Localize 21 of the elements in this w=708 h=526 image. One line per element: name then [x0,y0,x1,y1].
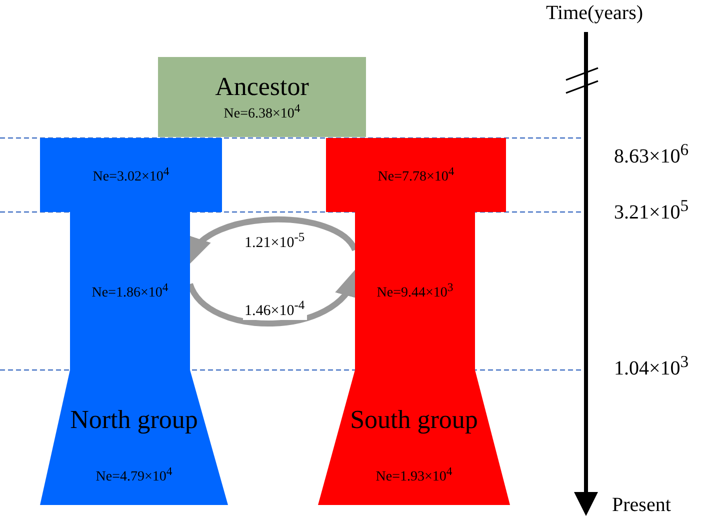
axis-title: Time(years) [546,2,644,25]
population-size: Ne=1.93×10$^{4}$ [376,465,452,486]
population-size: Ne=7.78×10$^{4}$ [378,164,454,186]
population-size: Ne=1.86×10$^{4}$ [92,280,168,302]
population-size: Ne=6.38×10$^{4}$ [224,102,300,122]
time-value: 1.04×10$^{3}$ [614,352,689,381]
edge-label: 1.46×10$^{-4}$ [242,298,307,320]
time-value: 3.21×10$^{5}$ [614,196,689,225]
population-size: Ne=3.02×10$^{4}$ [92,164,170,186]
group-name: Ancestor [215,72,309,102]
population-block [326,138,506,212]
time-value: 8.63×10$^{6}$ [614,140,689,169]
population-trapezoid [318,370,510,505]
population-trapezoid [40,370,228,505]
population-size: Ne=4.79×10$^{4}$ [96,465,172,486]
group-name: North group [70,405,198,436]
population-size: Ne=9.44×10$^{3}$ [376,280,454,302]
population-block [40,138,222,212]
axis-end-label: Present [612,494,671,517]
group-name: South group [350,405,478,436]
population-block [158,57,366,137]
